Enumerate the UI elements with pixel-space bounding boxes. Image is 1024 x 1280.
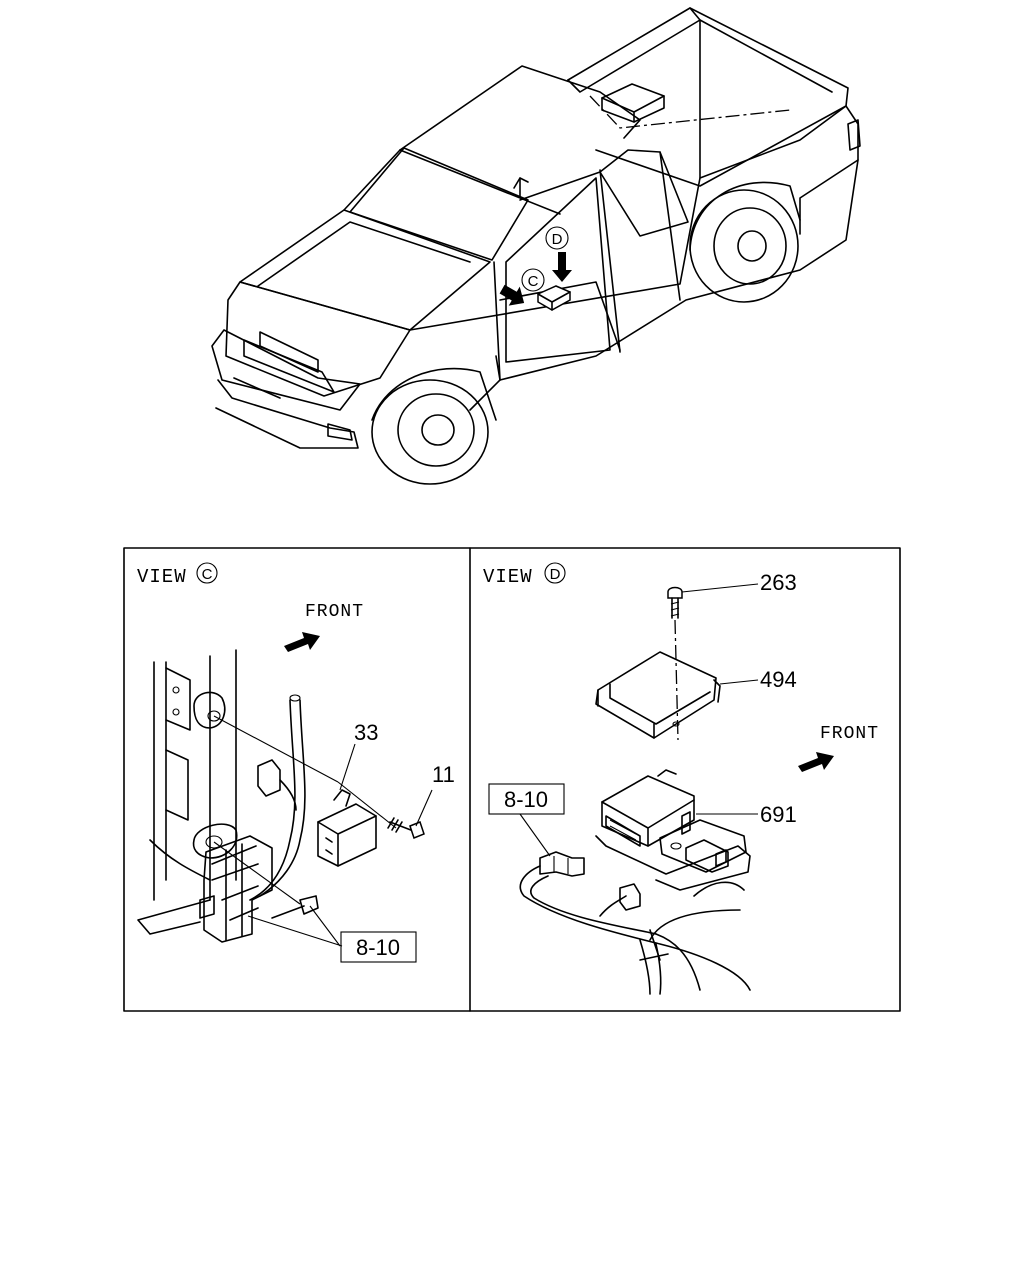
callout-8-10-d: 8-10 (504, 787, 548, 812)
marker-c-text: C (528, 273, 539, 290)
view-c-front-arrow-icon (284, 632, 320, 652)
marker-d-text: D (552, 231, 563, 248)
callout-33: 33 (354, 720, 378, 745)
view-c-front-label: FRONT (305, 602, 364, 622)
view-d-letter: D (550, 566, 561, 583)
marker-c-circle (521, 268, 545, 292)
view-d-front-arrow-icon (798, 752, 834, 772)
view-d-title: VIEW (483, 566, 533, 588)
arrow-c-icon (499, 284, 525, 306)
callout-8-10-box-d (488, 783, 565, 815)
callout-8-10-box-c (340, 931, 417, 963)
callout-494: 494 (760, 667, 797, 692)
view-c-title: VIEW (137, 566, 187, 588)
view-d-front-label: FRONT (820, 724, 879, 744)
callout-11: 11 (432, 762, 455, 787)
marker-d-circle (545, 226, 569, 250)
callout-691: 691 (760, 802, 797, 827)
view-d-panel: VIEW D 263 494 FRONT 691 (483, 562, 879, 995)
view-c-panel: VIEW C FRONT (137, 562, 455, 963)
view-c-letter: C (202, 566, 213, 583)
truck-illustration: D C (211, 7, 861, 485)
detail-frame (123, 547, 901, 1012)
view-d-circle (544, 562, 566, 584)
callout-8-10-c: 8-10 (356, 935, 400, 960)
callout-263: 263 (760, 570, 797, 595)
arrow-d-icon (552, 252, 572, 282)
view-c-circle (196, 562, 218, 584)
